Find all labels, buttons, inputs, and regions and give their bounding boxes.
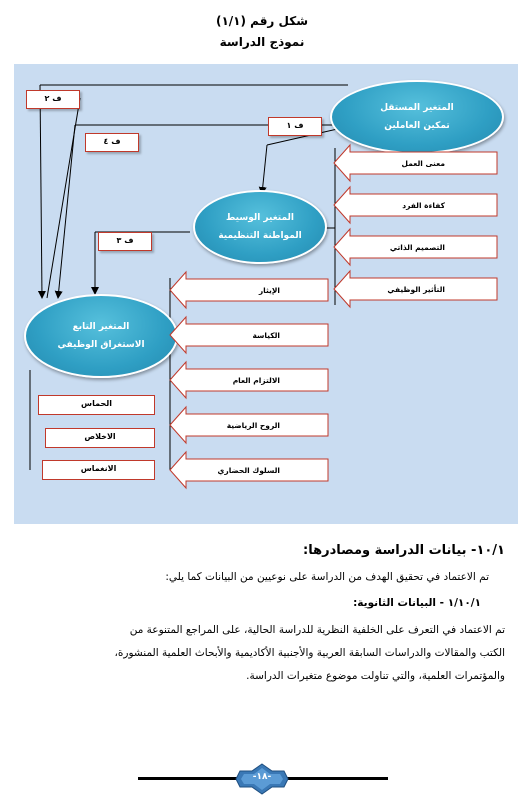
hypothesis-4-box: ف ٤ [85, 133, 139, 152]
arrow-shape [169, 360, 329, 400]
page-number-ornament-icon [235, 763, 289, 795]
mediator-dim-3: الالتزام العام [232, 376, 280, 385]
hypothesis-3-box: ف ٣ [98, 232, 152, 251]
section-subheading: ١/١٠/١ - البيانات الثانوية: [353, 597, 481, 609]
section-intro: تم الاعتماد في تحقيق الهدف من الدراسة عل… [165, 571, 489, 583]
dependent-variable-oval: المتغير التابع الاستغراق الوظيفي [24, 294, 178, 378]
independent-dim-2: كفاءة الفرد [402, 201, 445, 210]
mediator-variable-oval: المتغير الوسيط المواطنة التنظيمية [193, 190, 327, 264]
arrow-shape [169, 315, 329, 355]
mediator-variable-name: المواطنة التنظيمية [218, 231, 302, 241]
dependent-variable-label: المتغير التابع [72, 322, 130, 332]
independent-dim-3: التصميم الذاتي [389, 243, 445, 252]
hypothesis-1-box: ف ١ [268, 117, 322, 136]
arrow-shape [333, 269, 498, 309]
mediator-dim-5: السلوك الحضاري [217, 466, 280, 475]
independent-dimension-arrows [333, 143, 498, 309]
dependent-dim-3: الانغماس [42, 460, 155, 480]
mediator-dimension-arrows [169, 270, 329, 490]
figure-title: نموذج الدراسة [219, 35, 305, 49]
arrow-shape [169, 450, 329, 490]
mediator-dim-1: الإيثار [258, 286, 280, 295]
page-number: -١٨- [252, 772, 272, 782]
arrow-shape [333, 185, 498, 225]
section-paragraph-line-3: والمؤتمرات العلمية، والتي تناولت موضوع م… [246, 670, 505, 682]
figure-caption: شكل رقم (١/١) [215, 14, 309, 28]
section-paragraph-line-2: الكتب والمقالات والدراسات السابقة العربي… [114, 647, 505, 659]
arrow-shape [169, 405, 329, 445]
independent-variable-label: المتغير المستقل [380, 103, 454, 113]
section-paragraph-line-1: تم الاعتماد في التعرف على الخلفية النظري… [129, 624, 505, 636]
arrow-shape [169, 270, 329, 310]
arrow-shape [333, 143, 498, 183]
dependent-dim-1: الحماس [38, 395, 155, 415]
dependent-variable-name: الاستغراق الوظيفي [57, 340, 145, 350]
section-heading: ١٠/١- بيانات الدراسة ومصادرها: [303, 543, 505, 558]
dependent-dim-2: الاخلاص [45, 428, 155, 448]
hypothesis-2-box: ف ٢ [26, 90, 80, 109]
independent-dim-4: التأثير الوظيفي [387, 285, 445, 294]
independent-variable-name: تمكين العاملين [384, 121, 450, 131]
mediator-variable-label: المتغير الوسيط [226, 213, 294, 223]
mediator-dim-2: الكياسة [252, 331, 280, 340]
mediator-dim-4: الروح الرياضية [226, 421, 280, 430]
independent-dim-1: معنى العمل [401, 159, 445, 168]
arrow-shape [333, 227, 498, 267]
